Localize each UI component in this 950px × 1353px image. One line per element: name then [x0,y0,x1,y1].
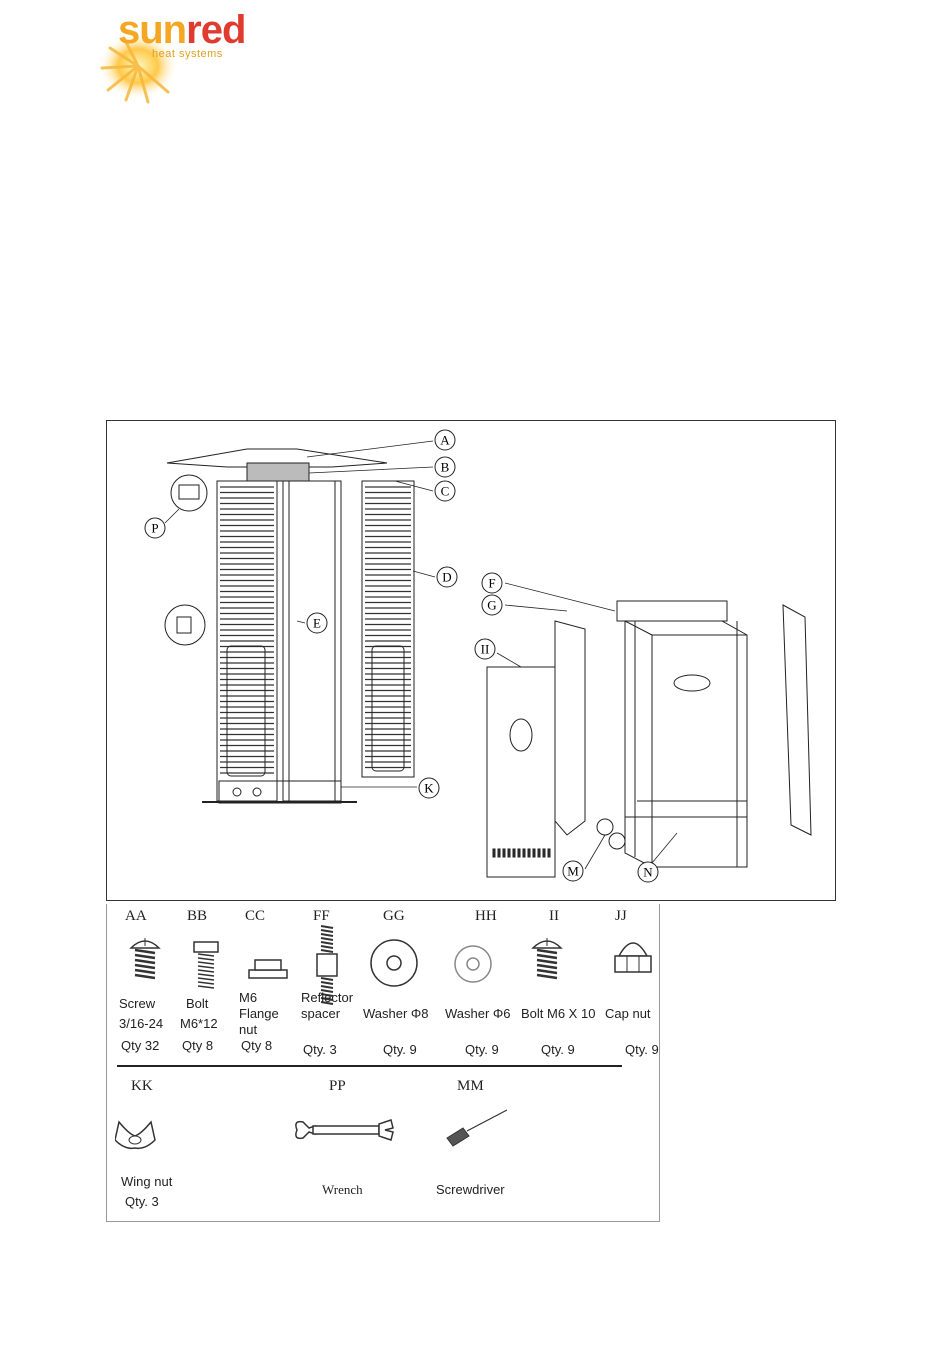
hardware-qty: Qty. 9 [465,1042,499,1057]
cabinet-top-shape [617,601,727,621]
hardware-label: 3/16-24 [119,1016,163,1032]
callout-letter: B [441,460,450,475]
front-panel-ii-shape [487,667,555,877]
callout-g: G [482,595,502,615]
callout-letter: C [441,484,450,499]
callout-n: N [638,862,658,882]
cap-nut-icon [611,934,655,974]
flange-nut-icon [245,952,291,982]
hardware-code: BB [187,908,207,925]
tool-code: KK [131,1078,153,1095]
hardware-label: Reflector [301,990,353,1006]
hardware-label: Washer Φ6 [445,1006,511,1022]
wrench-icon [293,1116,395,1144]
callout-letter: A [440,433,450,448]
washer-small-icon [451,942,495,986]
brand-part-sun: sun [118,8,186,52]
tool-qty: Qty. 3 [125,1194,159,1209]
hardware-qty: Qty 8 [182,1038,213,1053]
hardware-label: Flange [239,1006,279,1022]
callout-letter: D [442,570,451,585]
screw-icon [527,934,567,980]
hardware-code: FF [313,908,330,925]
bolt-icon [186,940,226,990]
tool-code: MM [457,1078,484,1095]
leader-lines [165,441,677,869]
hardware-code: AA [125,908,147,925]
hardware-code: GG [383,908,405,925]
hardware-label: spacer [301,1006,340,1022]
left-panel-louvres [220,487,274,773]
hardware-label: Screw [119,996,155,1012]
hardware-label: Washer Φ8 [363,1006,429,1022]
burner-grid-shape [247,463,309,481]
hardware-qty: Qty. 9 [383,1042,417,1057]
right-panel-window [372,646,404,771]
detail-circle-p [171,475,207,511]
hardware-label: nut [239,1022,257,1038]
hardware-code: HH [475,908,497,925]
hardware-code: II [549,908,559,925]
hardware-label: M6 [239,990,257,1006]
brand-wordmark: sunred [118,8,245,53]
brand-tagline: heat systems [152,48,223,60]
callout-c: C [435,481,455,501]
hardware-label: Bolt M6 X 10 [521,1006,595,1022]
hardware-qty: Qty. 3 [303,1042,337,1057]
screw-icon [125,934,165,980]
hardware-label: Bolt [186,996,208,1012]
rear-panel-shape [783,605,811,835]
callout-letter: F [488,576,495,591]
callout-letter: N [643,865,653,880]
callout-a: A [435,430,455,450]
tool-code: PP [329,1078,346,1095]
callout-e: E [307,613,327,633]
callout-letter: E [313,616,321,631]
callout-p: P [145,518,165,538]
callout-ii: II [475,639,495,659]
tool-label: Screwdriver [436,1182,505,1198]
center-frame-shape [283,481,341,801]
callout-letter: K [424,781,434,796]
hardware-divider [117,1065,622,1067]
callout-letter: G [487,598,496,613]
washer-icon [369,938,419,988]
detail-circle-hinge [165,605,205,645]
front-panel-vents [493,849,550,857]
side-panel-g-shape [555,621,585,835]
callout-k: K [419,778,439,798]
callout-b: B [435,457,455,477]
tool-label: Wrench [322,1182,363,1198]
callout-m: M [563,861,583,881]
screwdriver-icon [445,1108,509,1148]
hardware-qty: Qty 8 [241,1038,272,1053]
callout-letter: M [567,864,579,879]
callout-letter: II [481,642,490,657]
tool-label: Wing nut [121,1174,172,1190]
base-box-shape [219,781,341,803]
castor-wheel-shape [597,819,613,835]
hardware-code: JJ [615,908,627,925]
wing-nut-icon [115,1114,157,1154]
hardware-qty: Qty. 9 [625,1042,659,1057]
callout-d: D [437,567,457,587]
heater-exploded-drawing: ABC D E FG II K M N P [107,421,837,902]
callout-letter: P [151,521,158,536]
hardware-label: M6*12 [180,1016,218,1032]
hardware-qty: Qty 32 [121,1038,159,1053]
hardware-label: Cap nut [605,1006,651,1022]
hardware-qty: Qty. 9 [541,1042,575,1057]
hardware-code: CC [245,908,265,925]
callout-f: F [482,573,502,593]
brand-part-red: red [186,8,245,52]
cabinet-frame-shape [625,621,747,867]
